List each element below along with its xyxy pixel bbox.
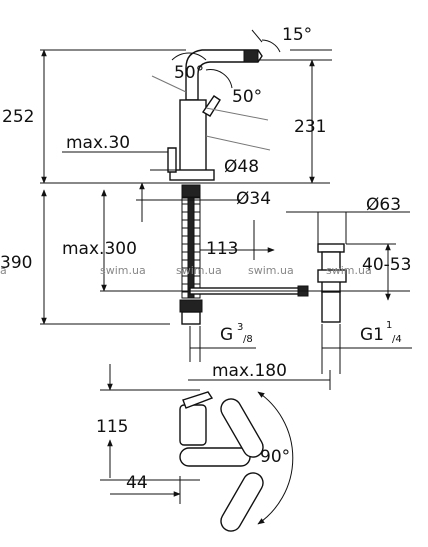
faucet-side-view [167, 49, 309, 325]
label-44: 44 [126, 473, 148, 493]
label-angle-90: 90° [260, 447, 290, 467]
label-dia-63: Ø63 [366, 195, 401, 215]
label-g-3-8: G 3 /8 [220, 322, 253, 345]
label-angle-50-left: 50° [174, 63, 204, 83]
label-height-390: 390 [0, 253, 32, 273]
label-max-300: max.300 [62, 239, 137, 259]
g38-base: G [220, 325, 233, 345]
label-dia-48: Ø48 [224, 157, 259, 177]
label-115: 115 [96, 417, 128, 437]
watermark-3: swim.ua [248, 264, 294, 277]
faucet-top-view [100, 364, 331, 532]
g114-base: G1 [360, 325, 384, 345]
watermark-0: a [0, 264, 7, 277]
threaded-shank [181, 197, 201, 299]
label-113: 113 [206, 239, 238, 259]
label-range-40-53: 40-53 [362, 255, 411, 275]
label-angle-15: 15° [282, 25, 312, 45]
label-max-30: max.30 [66, 133, 130, 153]
watermark-1: swim.ua [100, 264, 146, 277]
label-dia-34: Ø34 [236, 189, 271, 209]
watermark-4: swim.ua [326, 264, 372, 277]
g38-den: /8 [243, 334, 253, 345]
g38-num: 3 [237, 322, 243, 333]
g114-num: 1 [386, 320, 392, 331]
waste-fitting [317, 243, 347, 323]
g114-den: /4 [392, 334, 402, 345]
label-g1-1-4: G1 1 /4 [360, 320, 402, 345]
label-height-231: 231 [294, 117, 326, 137]
label-angle-50-right: 50° [232, 87, 262, 107]
label-height-252: 252 [2, 107, 34, 127]
watermark-2: swim.ua [176, 264, 222, 277]
label-max-180: max.180 [212, 361, 287, 381]
